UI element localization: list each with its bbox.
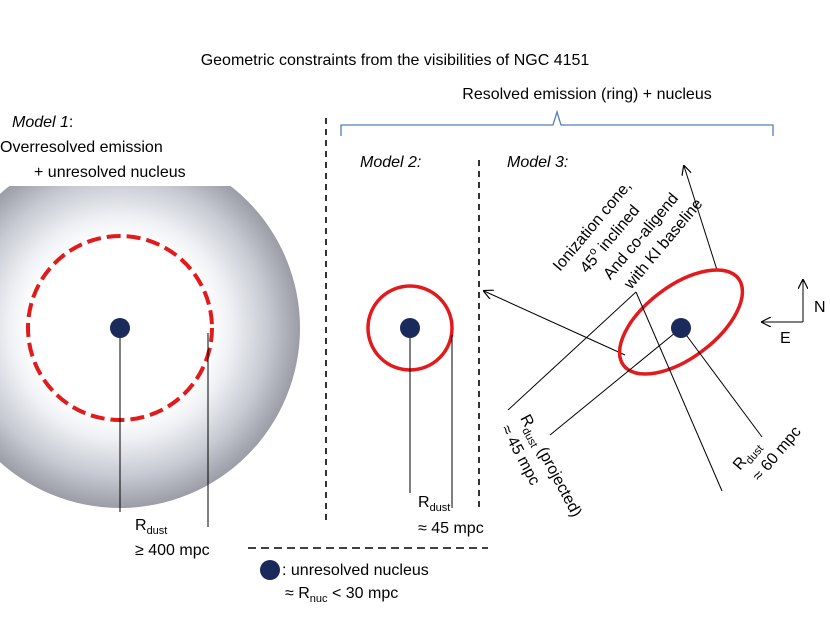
model3-leader-projected-b — [507, 291, 637, 411]
model1-title: Model 1: — [12, 114, 73, 131]
group-bracket — [340, 109, 774, 136]
model2-rdust-label: Rdust — [418, 494, 450, 514]
model1-line2: + unresolved nucleus — [34, 164, 186, 181]
model3-leader-projected-a — [549, 327, 682, 436]
legend-nucleus-label: : unresolved nucleus — [282, 562, 429, 579]
model1-line1: Overresolved emission — [0, 139, 163, 156]
model3-leader-ring-b — [680, 327, 763, 438]
cone-annotation: Ionization cone, 45o inclined And co-ali… — [550, 178, 706, 293]
compass-east-label: E — [780, 330, 791, 347]
legend-rnuc-label: ≈ Rnuc < 30 mpc — [285, 585, 398, 605]
diagram-title: Geometric constraints from the visibilit… — [201, 52, 590, 69]
cone-upper-arrow — [684, 166, 718, 271]
cone-axis-arrow — [484, 291, 626, 356]
model1-label-backdrop — [0, 110, 245, 186]
model3-title: Model 3: — [507, 154, 568, 171]
compass-north-label: N — [814, 299, 826, 316]
model1-nucleus — [110, 318, 130, 338]
model3-projected-label: Rdust (projected) ≈ 45 mpc — [497, 412, 585, 520]
model2-rdust-value: ≈ 45 mpc — [418, 520, 484, 537]
model3-nucleus — [671, 318, 691, 338]
model3-rdust-group: Rdust ≈ 60 mpc — [730, 423, 805, 484]
group-label: Resolved emission (ring) + nucleus — [462, 86, 711, 103]
model2-title: Model 2: — [360, 154, 421, 171]
model3-leader-ring-a — [635, 291, 723, 492]
compass: N E — [762, 280, 826, 347]
model1-rdust-label: Rdust — [135, 517, 167, 537]
model2-nucleus — [400, 318, 420, 338]
model3-dust-ring — [617, 268, 745, 376]
model1-rdust-value: ≥ 400 mpc — [135, 542, 210, 559]
legend-nucleus-icon — [260, 560, 280, 580]
